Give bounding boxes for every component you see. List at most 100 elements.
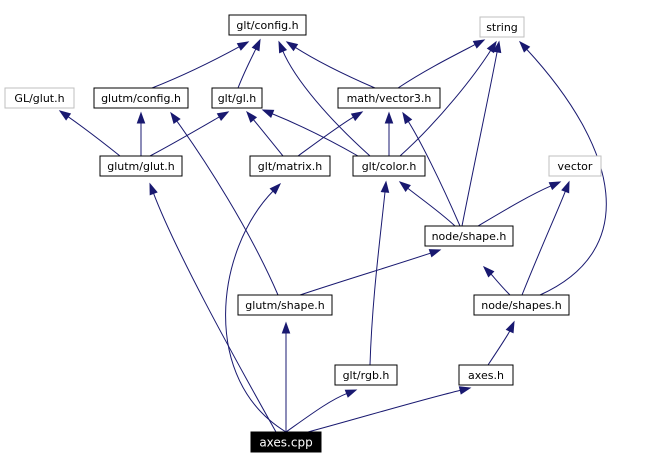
edge-line xyxy=(294,46,376,89)
arrowhead xyxy=(398,181,411,192)
node-label: string xyxy=(486,21,518,34)
edge-node_shape_h-to-vector xyxy=(477,181,562,227)
node-string[interactable]: string xyxy=(479,16,525,38)
node-label: vector xyxy=(558,160,593,173)
node-box xyxy=(473,294,570,316)
node-label: glutm/config.h xyxy=(101,92,181,105)
edge-line xyxy=(285,392,348,433)
node-box xyxy=(93,87,189,109)
arrowhead xyxy=(402,111,413,125)
edge-glt_color_h-to-glt_config_h xyxy=(278,40,371,157)
edge-math_vector3_h-to-glt_config_h xyxy=(285,41,376,89)
arrowhead xyxy=(472,39,486,49)
node-math-vector3-h[interactable]: math/vector3.h xyxy=(337,87,441,109)
node-glt-config-h[interactable]: glt/config.h xyxy=(228,14,307,36)
edge-node_shapes_h-to-vector xyxy=(521,180,570,296)
node-vector[interactable]: vector xyxy=(548,155,602,177)
edge-line xyxy=(399,49,492,157)
node-glt-gl-h[interactable]: glt/gl.h xyxy=(211,87,263,109)
node-label: glt/config.h xyxy=(236,19,298,32)
edge-glt_matrix_h-to-math_vector3_h xyxy=(297,111,364,157)
node-label: glt/gl.h xyxy=(218,92,257,105)
edge-line xyxy=(67,115,121,157)
edge-line xyxy=(369,190,386,366)
arrowhead xyxy=(246,110,258,123)
edge-glutm_glut_h-to-glt_gl_h xyxy=(149,111,230,157)
edge-line xyxy=(175,120,279,296)
edge-node_shapes_h-to-node_shape_h xyxy=(482,265,511,296)
node-glt-color-h[interactable]: glt/color.h xyxy=(352,155,426,177)
node-label: math/vector3.h xyxy=(347,92,432,105)
edge-glutm_shape_h-to-node_shape_h xyxy=(299,249,442,296)
node-axes-cpp[interactable]: axes.cpp xyxy=(250,431,322,453)
node-box xyxy=(337,87,441,109)
edge-glutm_config_h-to-glt_config_h xyxy=(151,41,250,89)
edge-line xyxy=(151,45,241,89)
node-label: glt/rgb.h xyxy=(343,369,390,382)
node-box xyxy=(4,87,75,109)
edge-line xyxy=(237,47,257,89)
edge-axes_cpp-to-glutm_glut_h xyxy=(149,182,277,433)
node-GL-glut-h[interactable]: GL/glut.h xyxy=(4,87,75,109)
arrowhead xyxy=(492,40,502,54)
node-glt-rgb-h[interactable]: glt/rgb.h xyxy=(334,364,398,386)
edge-glt_gl_h-to-glt_config_h xyxy=(237,38,261,89)
edge-line xyxy=(307,389,462,433)
edge-axes_cpp-to-axes_h xyxy=(307,386,472,433)
edge-glutm_glut_h-to-GL_glut_h xyxy=(58,110,121,157)
edge-node_shape_h-to-string xyxy=(461,40,502,227)
node-label: GL/glut.h xyxy=(14,92,64,105)
arrowhead xyxy=(380,180,390,193)
arrowhead xyxy=(236,41,250,51)
node-box xyxy=(228,14,307,36)
arrowhead xyxy=(350,111,364,122)
edge-glt_rgb_h-to-glt_color_h xyxy=(369,180,390,366)
node-label: glt/color.h xyxy=(362,160,417,173)
edge-node_shapes_h-to-string xyxy=(518,40,607,296)
arrowhead xyxy=(561,180,570,194)
edge-glt_color_h-to-math_vector3_h xyxy=(384,111,394,156)
edge-glt_matrix_h-to-glt_gl_h xyxy=(246,110,284,157)
arrowhead xyxy=(149,182,158,196)
node-glt-matrix-h[interactable]: glt/matrix.h xyxy=(249,155,331,177)
node-glutm-shape-h[interactable]: glutm/shape.h xyxy=(237,294,333,316)
node-box xyxy=(458,364,514,386)
edge-line xyxy=(461,50,498,227)
node-box xyxy=(249,155,331,177)
node-node-shape-h[interactable]: node/shape.h xyxy=(424,225,514,247)
node-label: node/shape.h xyxy=(432,230,507,243)
node-box xyxy=(352,155,426,177)
edge-line xyxy=(299,252,432,296)
node-box xyxy=(99,155,183,177)
edge-line xyxy=(225,190,287,433)
edge-line xyxy=(525,48,607,296)
edge-axes_h-to-node_shapes_h xyxy=(487,320,515,366)
node-box xyxy=(211,87,263,109)
arrowhead xyxy=(136,111,146,124)
node-axes-h[interactable]: axes.h xyxy=(458,364,514,386)
edge-axes_cpp-to-glutm_shape_h xyxy=(281,321,291,432)
node-label: axes.h xyxy=(468,369,504,382)
arrowhead xyxy=(285,41,299,52)
node-box xyxy=(250,431,322,453)
node-label: glutm/glut.h xyxy=(107,160,175,173)
edge-node_shape_h-to-math_vector3_h xyxy=(402,111,461,227)
node-glutm-glut-h[interactable]: glutm/glut.h xyxy=(99,155,183,177)
edge-line xyxy=(252,118,284,157)
arrowhead xyxy=(548,181,562,191)
node-node-shapes-h[interactable]: node/shapes.h xyxy=(473,294,570,316)
edge-line xyxy=(490,273,511,296)
arrowhead xyxy=(170,111,181,125)
arrowhead xyxy=(458,386,472,395)
arrowhead xyxy=(518,40,531,53)
arrowhead xyxy=(216,111,230,121)
node-label: glutm/shape.h xyxy=(245,299,324,312)
node-label: node/shapes.h xyxy=(481,299,562,312)
node-glutm-config-h[interactable]: glutm/config.h xyxy=(93,87,189,109)
edge-axes_cpp-to-glt_rgb_h xyxy=(285,389,358,433)
edge-axes_cpp-to-glt_matrix_h xyxy=(225,182,287,433)
node-label: glt/matrix.h xyxy=(258,160,322,173)
edge-node_shape_h-to-glt_color_h xyxy=(398,181,456,227)
